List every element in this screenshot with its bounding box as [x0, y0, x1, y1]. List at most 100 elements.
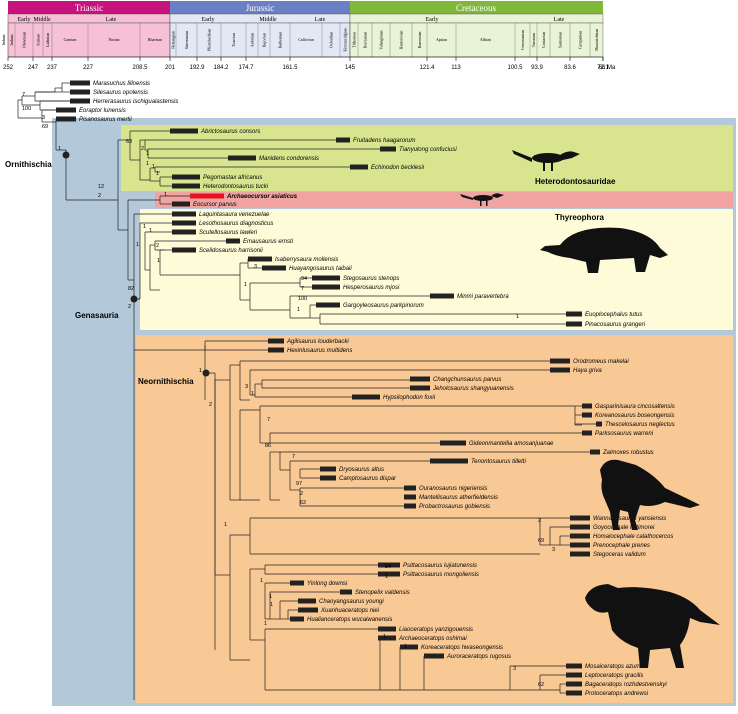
- support-value: 1: [164, 192, 167, 198]
- tick-label: 247: [28, 65, 39, 71]
- taxon-heterodontosaurus-tucki: Heterodontosaurus tucki: [203, 184, 269, 190]
- tick-label: 72.1: [597, 65, 609, 71]
- thyreophora-box: [140, 209, 733, 330]
- taxon-archaeoceratops-oshimai: Archaeoceratops oshimai: [398, 636, 467, 642]
- range-bar-yinlong-downsi: [290, 580, 304, 586]
- taxon-manidens-condorensis: Manidens condorensis: [259, 156, 319, 162]
- support-value: 3: [552, 547, 555, 553]
- range-bar-euoplocephalus-tutus: [566, 311, 582, 317]
- support-value: 84: [385, 564, 391, 570]
- taxon-pegomastax-africanus: Pegomastax africanus: [203, 175, 262, 181]
- stage-label: Sinemurian: [184, 31, 189, 49]
- stage-label: Bathonian: [278, 32, 283, 48]
- support-value: 69: [42, 124, 48, 130]
- taxon-prenocephale-prenes: Prenocephale prenes: [593, 543, 650, 549]
- tick-label: 93.9: [531, 65, 543, 71]
- stage-label: Albian: [480, 37, 491, 42]
- range-bar-hualianceratops-wucaiwanensis: [290, 616, 304, 622]
- range-bar-fruitadens-haagarorum: [336, 137, 350, 143]
- support-value: 12: [98, 184, 104, 190]
- taxon-pinacosaurus-grangeri: Pinacosaurus grangeri: [585, 322, 646, 328]
- epoch-label: Late: [106, 17, 117, 23]
- support-value: 69: [538, 538, 544, 544]
- support-value: 2: [128, 304, 131, 310]
- range-bar-tianyulong-confuciusi: [380, 146, 396, 152]
- stage-label: Maastrichtian: [594, 29, 599, 51]
- range-bar-mosaiceratops-azumai: [566, 663, 582, 669]
- cretaceous-epoch-row: [349, 13, 604, 24]
- cretaceous-stage-row: [349, 22, 604, 58]
- support-value: 3: [42, 115, 45, 121]
- stage-label: Callovian: [298, 37, 314, 42]
- period-cretaceous: Cretaceous: [456, 3, 496, 13]
- taxon-hualianceratops-wucaiwanensis: Hualianceratops wucaiwanensis: [307, 617, 392, 623]
- taxon-liaoceratops-yanzigouensis: Liaoceratops yanzigouensis: [399, 627, 473, 633]
- taxon-abrictosaurus-consors: Abrictosaurus consors: [200, 129, 260, 135]
- support-value: 2: [209, 402, 212, 408]
- range-bar-liaoceratops-yanzigouensis: [378, 626, 396, 632]
- support-value: 1: [157, 258, 160, 264]
- range-bar-archaeocursor-asiaticus: [190, 193, 224, 199]
- support-value: 1: [152, 164, 155, 170]
- taxon-stegosaurus-stenops: Stegosaurus stenops: [343, 276, 399, 282]
- range-bar-parksosaurus-warreni: [582, 430, 592, 436]
- support-value: 7: [22, 92, 25, 98]
- taxon-koreaceratops-hwaseongensis: Koreaceratops hwaseongensis: [421, 645, 503, 651]
- taxon-scutellosaurus-lawleri: Scutellosaurus lawleri: [199, 230, 258, 236]
- range-bar-auroraceratops-rugosus: [424, 653, 444, 659]
- taxon-mantellisaurus-atherfieldensis: Mantellisaurus atherfieldensis: [419, 495, 498, 501]
- stage-label: Campanian: [578, 31, 583, 49]
- tick-label: 201: [165, 65, 176, 71]
- iguanodont-silhouette-icon: [600, 459, 700, 530]
- support-value: 1: [516, 314, 519, 320]
- protoceratops-silhouette-icon: [585, 584, 720, 668]
- stage-label: Norian: [108, 37, 119, 42]
- range-bar-changchunsaurus-parvus: [410, 376, 430, 382]
- support-value: 1: [270, 602, 273, 608]
- taxon-thescelosaurus-neglectus: Thescelosaurus neglectus: [605, 422, 675, 428]
- support-value: 1: [199, 368, 202, 374]
- tick-label: 145: [345, 65, 356, 71]
- range-bar-gargoyleosaurus-parkpinorum: [316, 302, 340, 308]
- support-value: 100: [298, 296, 307, 302]
- taxon-herrerasaurus-ischigualastensis: Herrerasaurus ischigualastensis: [93, 99, 178, 105]
- tick-label: 66 Ma: [599, 65, 616, 71]
- range-bar-pegomastax-africanus: [172, 174, 200, 180]
- support-value: 62: [538, 682, 544, 688]
- label-neornithischia: Neornithischia: [138, 377, 194, 386]
- taxon-eoraptor-lunensis: Eoraptor lunensis: [79, 108, 126, 114]
- range-bar-stegoceras-validum: [570, 551, 590, 557]
- support-value: 1: [385, 574, 388, 580]
- epoch-label: Late: [554, 17, 565, 23]
- support-value: 1: [404, 644, 407, 650]
- range-bar-eoraptor-lunensis: [56, 107, 76, 113]
- taxon-koreanosaurus-boseongensis: Koreanosaurus boseongensis: [595, 413, 674, 419]
- support-value: 7: [267, 417, 270, 423]
- taxon-leptoceratops-gracilis: Leptoceratops gracilis: [585, 673, 643, 679]
- taxon-zalmoxes-robustus: Zalmoxes robustus: [602, 450, 654, 456]
- range-bar-eocursor-parvus: [172, 201, 190, 207]
- support-value: 2: [98, 193, 101, 199]
- support-value: 1: [58, 146, 61, 152]
- tick-label: 252: [3, 65, 14, 71]
- support-value: 1: [244, 282, 247, 288]
- range-bar-scelidosaurus-harrisonii: [172, 247, 196, 253]
- stage-label: Induan: [9, 34, 14, 45]
- label-genasauria: Genasauria: [75, 311, 119, 320]
- stage-label: Kimmeridgian: [343, 28, 348, 51]
- range-bar-abrictosaurus-consors: [170, 128, 198, 134]
- neornithischia-node: [202, 369, 210, 377]
- support-value: 62: [300, 500, 306, 506]
- triassic-stage-row: [7, 22, 171, 58]
- range-bar-marasuchus-lilloensis: [70, 80, 90, 86]
- taxon-pisanosaurus-mertii: Pisanosaurus mertii: [79, 117, 132, 123]
- range-bar-prenocephale-prenes: [570, 542, 590, 548]
- stage-label: Hettangian: [171, 31, 176, 49]
- range-bar-emausaurus-ernsti: [226, 238, 240, 244]
- range-bar-psittacosaurus-mongoliensis: [378, 571, 400, 577]
- stage-label: Cenomanian: [520, 30, 525, 50]
- triassic-band: [8, 1, 170, 14]
- range-bar-thescelosaurus-neglectus: [596, 421, 602, 427]
- range-bar-isaberrysaura-mollensis: [248, 256, 272, 262]
